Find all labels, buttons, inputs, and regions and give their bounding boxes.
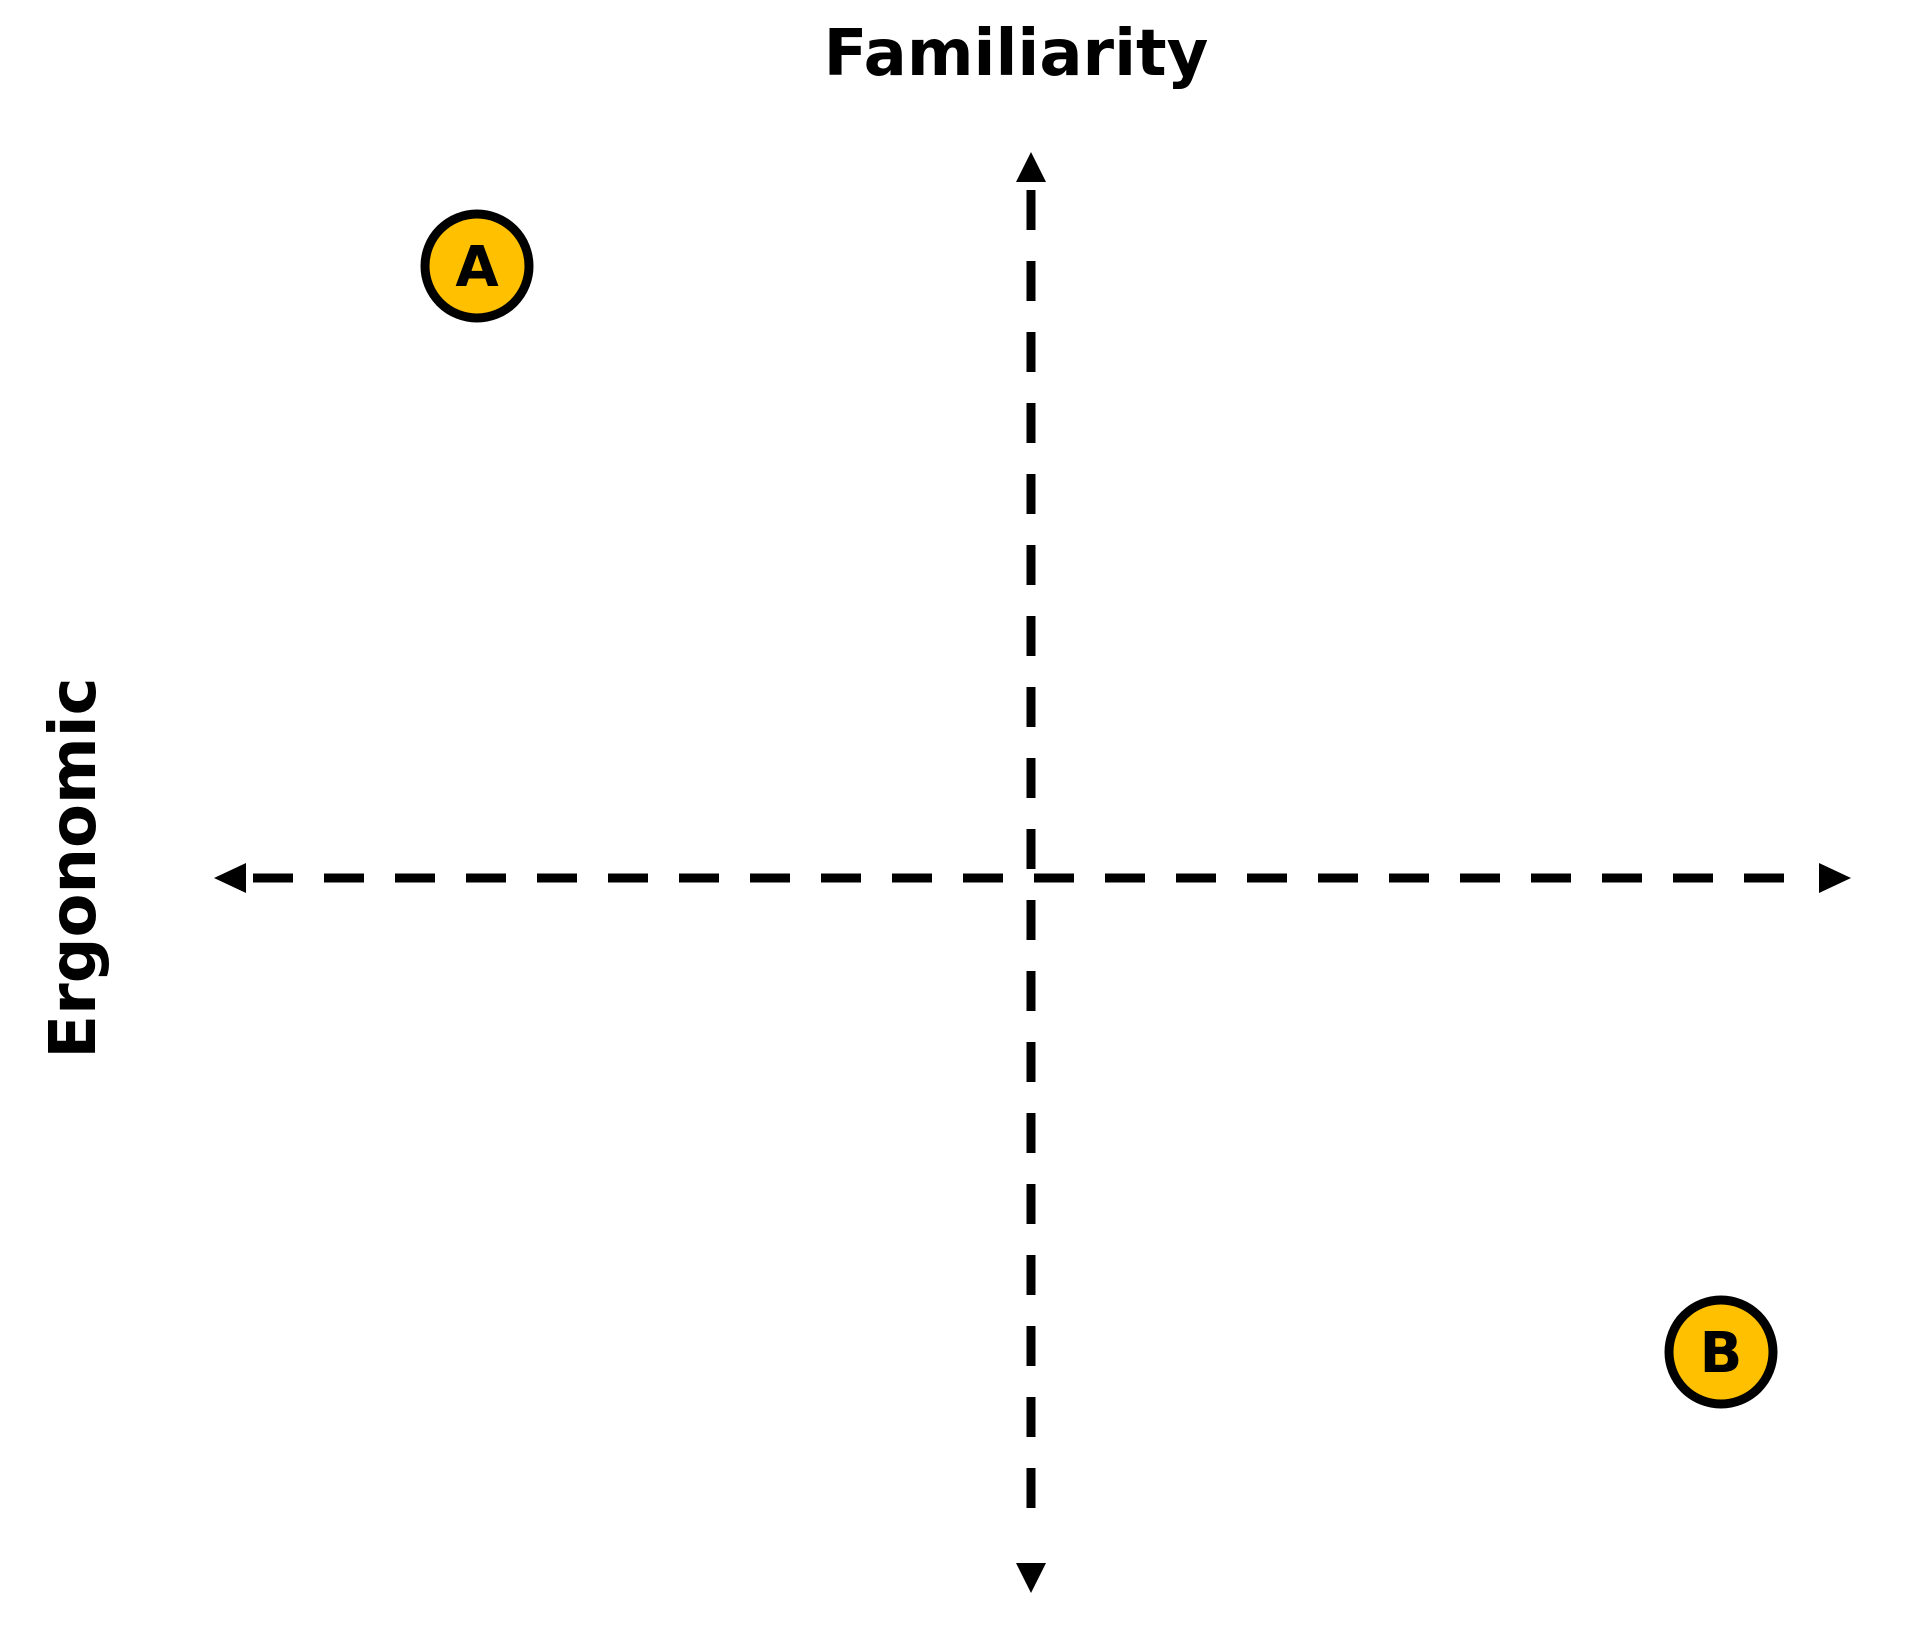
point-b: B (1664, 1295, 1778, 1409)
arrow-left-icon (214, 863, 246, 893)
point-a-label: A (455, 235, 499, 300)
point-a: A (420, 209, 534, 323)
top-axis-label: Familiarity (824, 17, 1209, 91)
point-b-label: B (1700, 1321, 1743, 1386)
point-b-marker (1664, 1295, 1778, 1409)
arrow-up-icon (1016, 152, 1046, 182)
arrow-down-icon (1016, 1563, 1046, 1593)
left-axis-label: Ergonomic (37, 677, 111, 1058)
arrow-right-icon (1819, 863, 1851, 893)
point-a-marker (420, 209, 534, 323)
